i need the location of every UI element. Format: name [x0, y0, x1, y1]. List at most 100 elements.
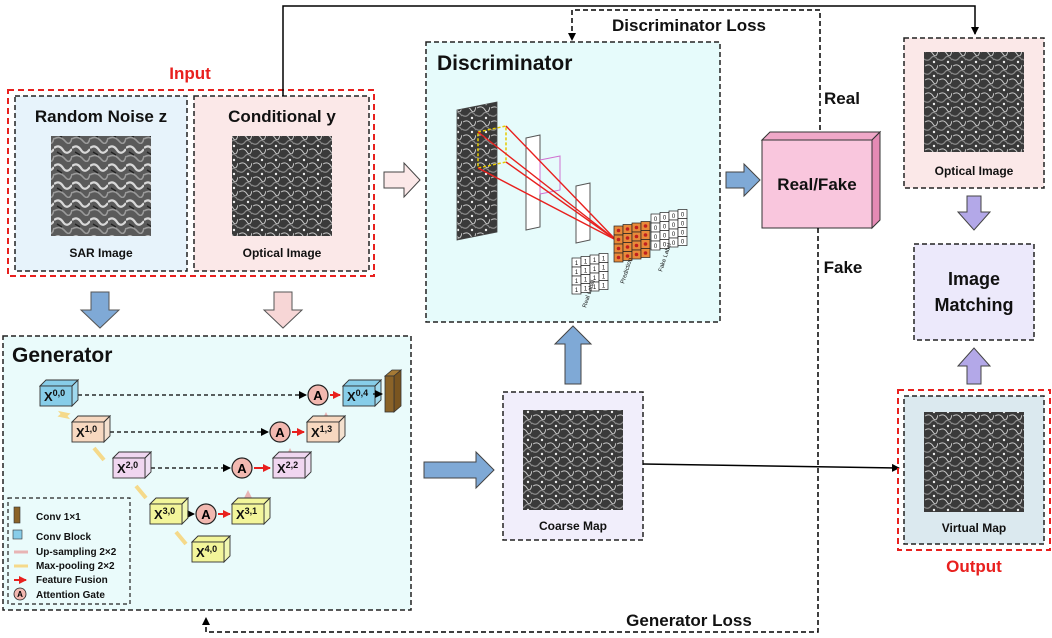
legend-conv-block-icon	[12, 529, 23, 540]
realfake-top	[760, 131, 882, 141]
node-face	[39, 385, 73, 407]
coarse-to-discriminator-arrow	[553, 325, 593, 385]
attention-glyph: A	[313, 388, 323, 403]
node-x13: X1,3	[305, 414, 347, 444]
prediction-dot	[625, 236, 630, 240]
optical-image-output	[924, 52, 1024, 152]
image-matching-panel	[913, 243, 1035, 341]
prediction-dot	[643, 224, 648, 228]
node-face	[149, 503, 183, 525]
output-label: Output	[946, 557, 1002, 576]
attention-glyph: A	[201, 507, 211, 522]
prediction-dot	[616, 237, 621, 242]
grid-cell	[598, 280, 609, 290]
node-face	[112, 457, 146, 479]
receptive-field-box	[477, 125, 507, 169]
maxpool-arrow-4	[174, 530, 188, 546]
real-label: Real	[824, 89, 860, 108]
grid-digit: 1	[593, 285, 597, 291]
generator-loss-label: Generator Loss	[626, 611, 752, 630]
conv-layer-1	[525, 134, 541, 231]
virtual-map-caption: Virtual Map	[942, 521, 1006, 535]
grid-digit: 0	[672, 241, 676, 247]
node-label: X2,0	[117, 460, 138, 476]
prediction-dot	[625, 245, 630, 249]
node-x30: X3,0	[148, 496, 190, 526]
realfake-side	[871, 130, 881, 230]
projection-line-1	[477, 131, 617, 241]
grid-digit: 0	[654, 235, 658, 241]
grid-digit: 0	[663, 234, 667, 240]
legend-maxpool: Max-pooling 2×2	[36, 561, 115, 572]
attention-gate-2: A	[231, 457, 253, 479]
unet-nodes: X0,0X1,0X2,0X3,0X4,0 X3,1 X2,2 X1,3X0,4	[38, 378, 383, 564]
input-label: Input	[169, 64, 211, 83]
node-x20: X2,0	[111, 450, 153, 480]
conv-layer-2	[575, 182, 591, 244]
grid-digit: 1	[602, 275, 606, 281]
condition-to-optical-line	[282, 5, 979, 96]
grid-digit: 1	[602, 266, 606, 272]
sar-image	[51, 136, 151, 236]
node-label: X1,0	[76, 424, 97, 440]
node-label: X3,1	[236, 506, 257, 522]
node-label: X3,0	[154, 506, 175, 522]
grid-digit: 1	[593, 258, 597, 264]
grid-digit: 0	[672, 223, 676, 229]
grid-digit: 1	[575, 288, 579, 294]
maxpool-arrow-2	[92, 446, 106, 462]
conditional-title: Conditional y	[228, 107, 336, 126]
node-x00: X0,0	[38, 378, 80, 408]
prediction-dot	[634, 252, 639, 257]
image-matching-line2: Matching	[935, 295, 1014, 315]
node-x40: X4,0	[190, 534, 232, 564]
attention-gate-1: A	[195, 503, 217, 525]
feature-patch-1	[539, 155, 561, 195]
attention-glyph: A	[275, 425, 285, 440]
prediction-dot	[643, 233, 648, 237]
node-x10: X1,0	[70, 414, 112, 444]
generator-title: Generator	[12, 344, 112, 367]
discriminator-loss-line	[568, 9, 821, 130]
attention-gate-3: A	[269, 421, 291, 443]
grid-digit: 0	[663, 225, 667, 231]
attention-gate-4: A	[307, 384, 329, 406]
prediction-grid	[613, 221, 651, 263]
legend-attention-glyph: A	[17, 590, 23, 599]
optical-image-output-caption: Optical Image	[935, 164, 1014, 178]
node-x22: X2,2	[271, 450, 313, 480]
legend-fusion: Feature Fusion	[36, 575, 108, 586]
grid-digit: 1	[602, 257, 606, 263]
optical-image-input	[232, 136, 332, 236]
node-label: X0,0	[44, 388, 65, 404]
fake-label: Fake	[824, 258, 863, 277]
grid-digit: 0	[663, 243, 667, 249]
grid-digit: 1	[593, 267, 597, 273]
prediction-dot	[643, 242, 648, 246]
node-label: X0,4	[347, 388, 368, 404]
noise-down-arrow	[79, 291, 121, 329]
optical-image-input-caption: Optical Image	[243, 246, 322, 260]
generator-to-coarse-arrow	[423, 450, 495, 490]
node-label: X4,0	[196, 544, 217, 560]
image-matching-line1: Image	[948, 269, 1000, 289]
optical-to-matching-arrow	[956, 195, 992, 231]
node-label: X2,2	[277, 460, 298, 476]
grid-cell	[677, 236, 688, 246]
grid-digit: 0	[681, 231, 685, 237]
virtual-map-image	[924, 412, 1024, 512]
grid-digit: 0	[681, 213, 685, 219]
node-face	[272, 457, 306, 479]
grid-digit: 1	[593, 276, 597, 282]
generator-loss-line	[202, 228, 819, 633]
grid-digit: 0	[654, 226, 658, 232]
input-group-border	[7, 89, 375, 277]
prediction-dot	[643, 251, 648, 255]
node-x31: X3,1	[230, 496, 272, 526]
input-to-discriminator-arrow	[383, 161, 421, 199]
output-group-border	[897, 389, 1051, 551]
sar-image-caption: SAR Image	[69, 246, 133, 260]
